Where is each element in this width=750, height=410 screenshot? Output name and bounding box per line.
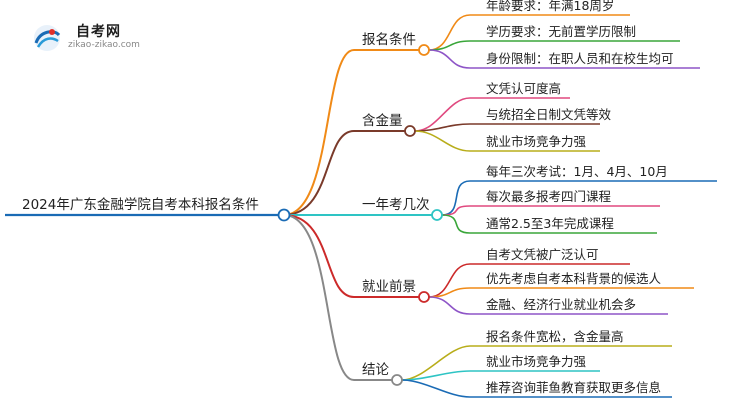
leaf-connector bbox=[441, 205, 471, 216]
leaf-label: 与统招全日制文凭等效 bbox=[486, 107, 612, 122]
branch-node[interactable] bbox=[418, 44, 430, 56]
site-logo[interactable]: 自考网 zikao-zikao.com bbox=[32, 18, 182, 58]
branch-node[interactable] bbox=[391, 374, 403, 386]
leaf-label: 推荐咨询菲鱼教育获取更多信息 bbox=[486, 380, 661, 395]
logo-name: 自考网 bbox=[76, 24, 121, 40]
leaf-label: 每次最多报考四门课程 bbox=[486, 189, 612, 204]
branch-label: 报名条件 bbox=[362, 31, 416, 48]
leaf-label: 学历要求：无前置学历限制 bbox=[486, 24, 636, 39]
leaf-label: 自考文凭被广泛认可 bbox=[486, 247, 599, 262]
leaf-connector bbox=[414, 123, 471, 132]
branch-label: 一年考几次 bbox=[362, 197, 430, 213]
branch-node[interactable] bbox=[431, 209, 443, 221]
leaf-connector bbox=[414, 97, 471, 132]
leaf-connector bbox=[428, 296, 471, 315]
leaf-label: 每年三次考试：1月、4月、10月 bbox=[486, 164, 668, 179]
leaf-label: 报名条件宽松，含金量高 bbox=[486, 329, 624, 344]
branch-connector bbox=[283, 214, 355, 298]
branch-label: 结论 bbox=[362, 362, 389, 378]
leaf-label: 优先考虑自考本科背景的候选人 bbox=[486, 271, 662, 286]
leaf-connector bbox=[428, 49, 471, 69]
leaf-connector bbox=[428, 14, 471, 51]
branch-node[interactable] bbox=[418, 291, 430, 303]
branch-label: 就业前景 bbox=[362, 278, 416, 295]
leaf-connector bbox=[401, 379, 471, 398]
root-label: 2024年广东金融学院自考本科报名条件 bbox=[22, 196, 259, 213]
leaf-label: 就业市场竞争力强 bbox=[486, 134, 587, 149]
logo-url: zikao-zikao.com bbox=[68, 40, 140, 50]
branch-label: 含金量 bbox=[362, 113, 403, 129]
leaf-label: 金融、经济行业就业机会多 bbox=[486, 297, 636, 312]
branch-connector bbox=[283, 214, 355, 381]
branch-node[interactable] bbox=[404, 125, 416, 137]
leaf-label: 身份限制：在职人员和在校生均可 bbox=[486, 51, 674, 66]
leaf-connector bbox=[414, 130, 471, 152]
leaf-label: 通常2.5至3年完成课程 bbox=[486, 216, 614, 231]
branch-connector bbox=[283, 49, 355, 216]
leaf-connector bbox=[441, 214, 471, 234]
root-node[interactable] bbox=[277, 208, 291, 222]
leaf-label: 年龄要求：年满18周岁 bbox=[486, 0, 614, 13]
leaf-label: 文凭认可度高 bbox=[486, 81, 561, 96]
branch-connector bbox=[283, 130, 355, 216]
leaf-label: 就业市场竞争力强 bbox=[486, 354, 587, 369]
leaf-connector bbox=[401, 370, 471, 381]
logo-emblem-icon bbox=[34, 25, 61, 51]
